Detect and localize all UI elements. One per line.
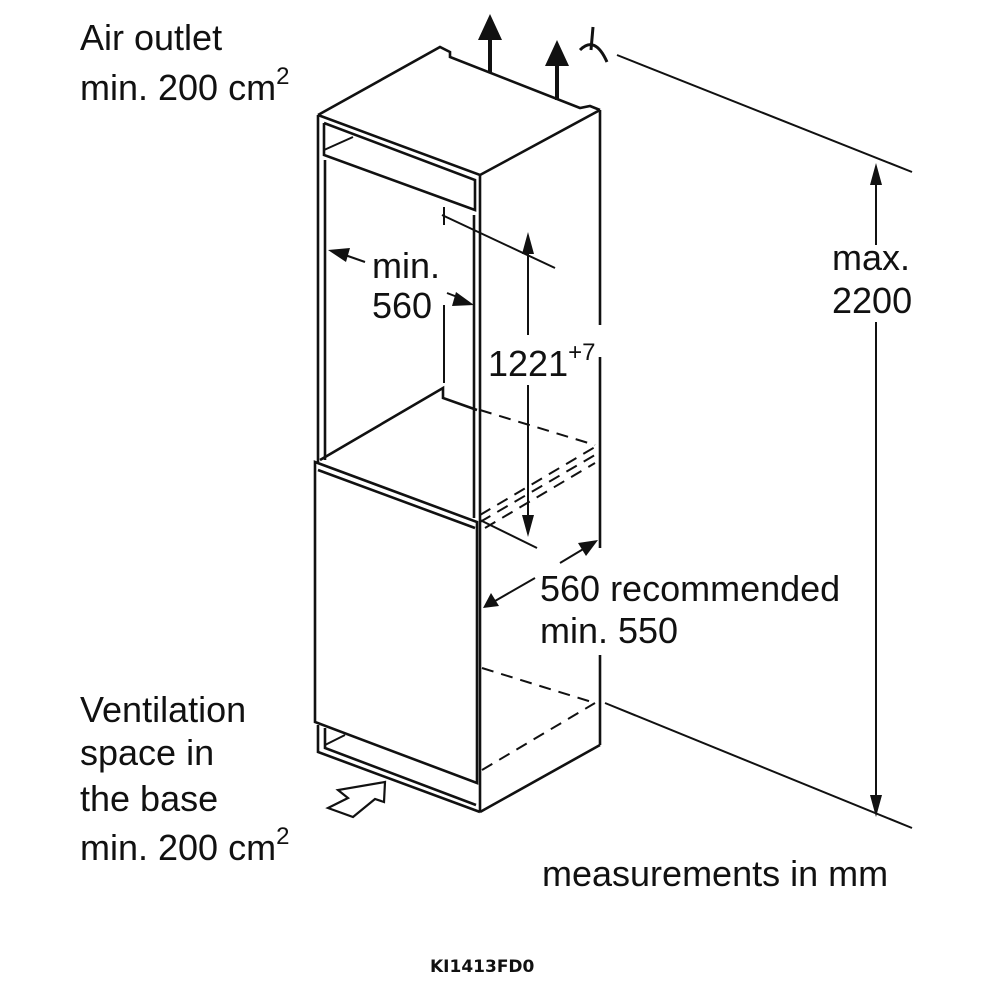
depth-dimension [483,540,598,608]
units-note: measurements in mm [542,853,888,894]
niche-width-value: 560 [372,285,432,326]
ventilation-label-2: space in [80,732,214,773]
ventilation-label-3: the base [80,778,218,819]
niche-height-value: 1221+7 [488,339,595,384]
air-outlet-arrows-icon [478,14,569,100]
clearance-symbol-icon [578,26,609,63]
air-outlet-label: Air outlet [80,17,222,58]
depth-recommended: 560 recommended [540,568,840,609]
ventilation-inlet-arrow-icon [325,780,387,819]
ventilation-min-text: min. 200 cm [80,827,276,868]
appliance-door [313,460,479,785]
air-outlet-sup: 2 [276,63,289,90]
air-outlet-min-text: min. 200 cm [80,67,276,108]
niche-width-label: min. [372,245,440,286]
max-height-value: 2200 [832,280,912,321]
max-height-dimension [604,54,913,829]
depth-min: min. 550 [540,610,678,651]
ventilation-min: min. 200 cm2 [80,823,289,868]
ventilation-label-1: Ventilation [80,689,246,730]
air-outlet-min: min. 200 cm2 [80,63,289,108]
model-code: KI1413FD0 [430,957,535,977]
max-height-label: max. [832,237,910,278]
niche-height-number: 1221 [488,343,568,384]
niche-height-tolerance: +7 [568,339,595,366]
cabinet-outline [313,45,602,814]
niche-height-dimension [441,214,556,549]
ventilation-sup: 2 [276,823,289,850]
niche-width-dimension [328,207,474,383]
